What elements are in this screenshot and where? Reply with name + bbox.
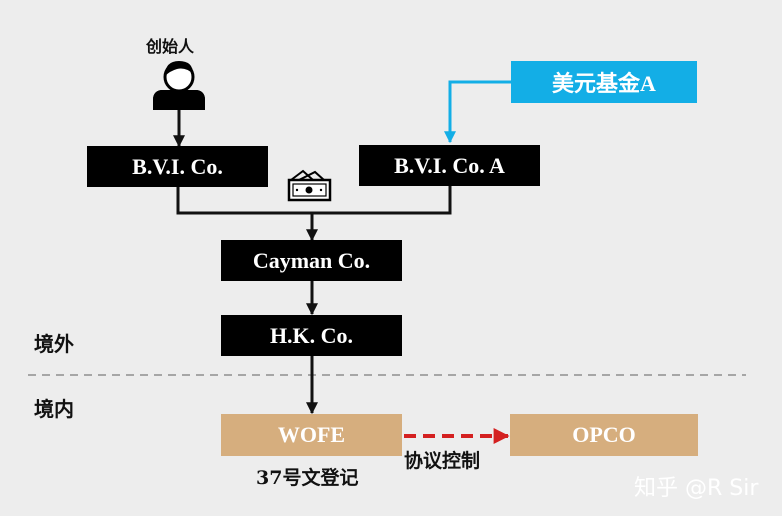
person-icon: [153, 61, 205, 110]
wofe-registration-note: 37号文登记: [256, 467, 359, 489]
cayman-box: Cayman Co.: [221, 240, 402, 281]
offshore-label: 境外: [34, 332, 74, 356]
bvi-founder-box: B.V.I. Co.: [87, 146, 268, 187]
contract-control-label: 协议控制: [404, 450, 481, 472]
founder-label: 创始人: [146, 37, 195, 56]
fund-to-bvi-a-arrow: [444, 80, 511, 144]
watermark: 知乎 @R Sir: [634, 476, 759, 501]
onshore-label: 境内: [34, 397, 74, 421]
usd-fund-box: 美元基金A: [511, 61, 697, 103]
wofe-box: WOFE: [221, 414, 402, 456]
bvi-merge-line: [176, 186, 452, 215]
money-icon: [287, 169, 332, 202]
opco-box: OPCO: [510, 414, 698, 456]
bvi-fund-box: B.V.I. Co. A: [359, 145, 540, 186]
hk-box: H.K. Co.: [221, 315, 402, 356]
